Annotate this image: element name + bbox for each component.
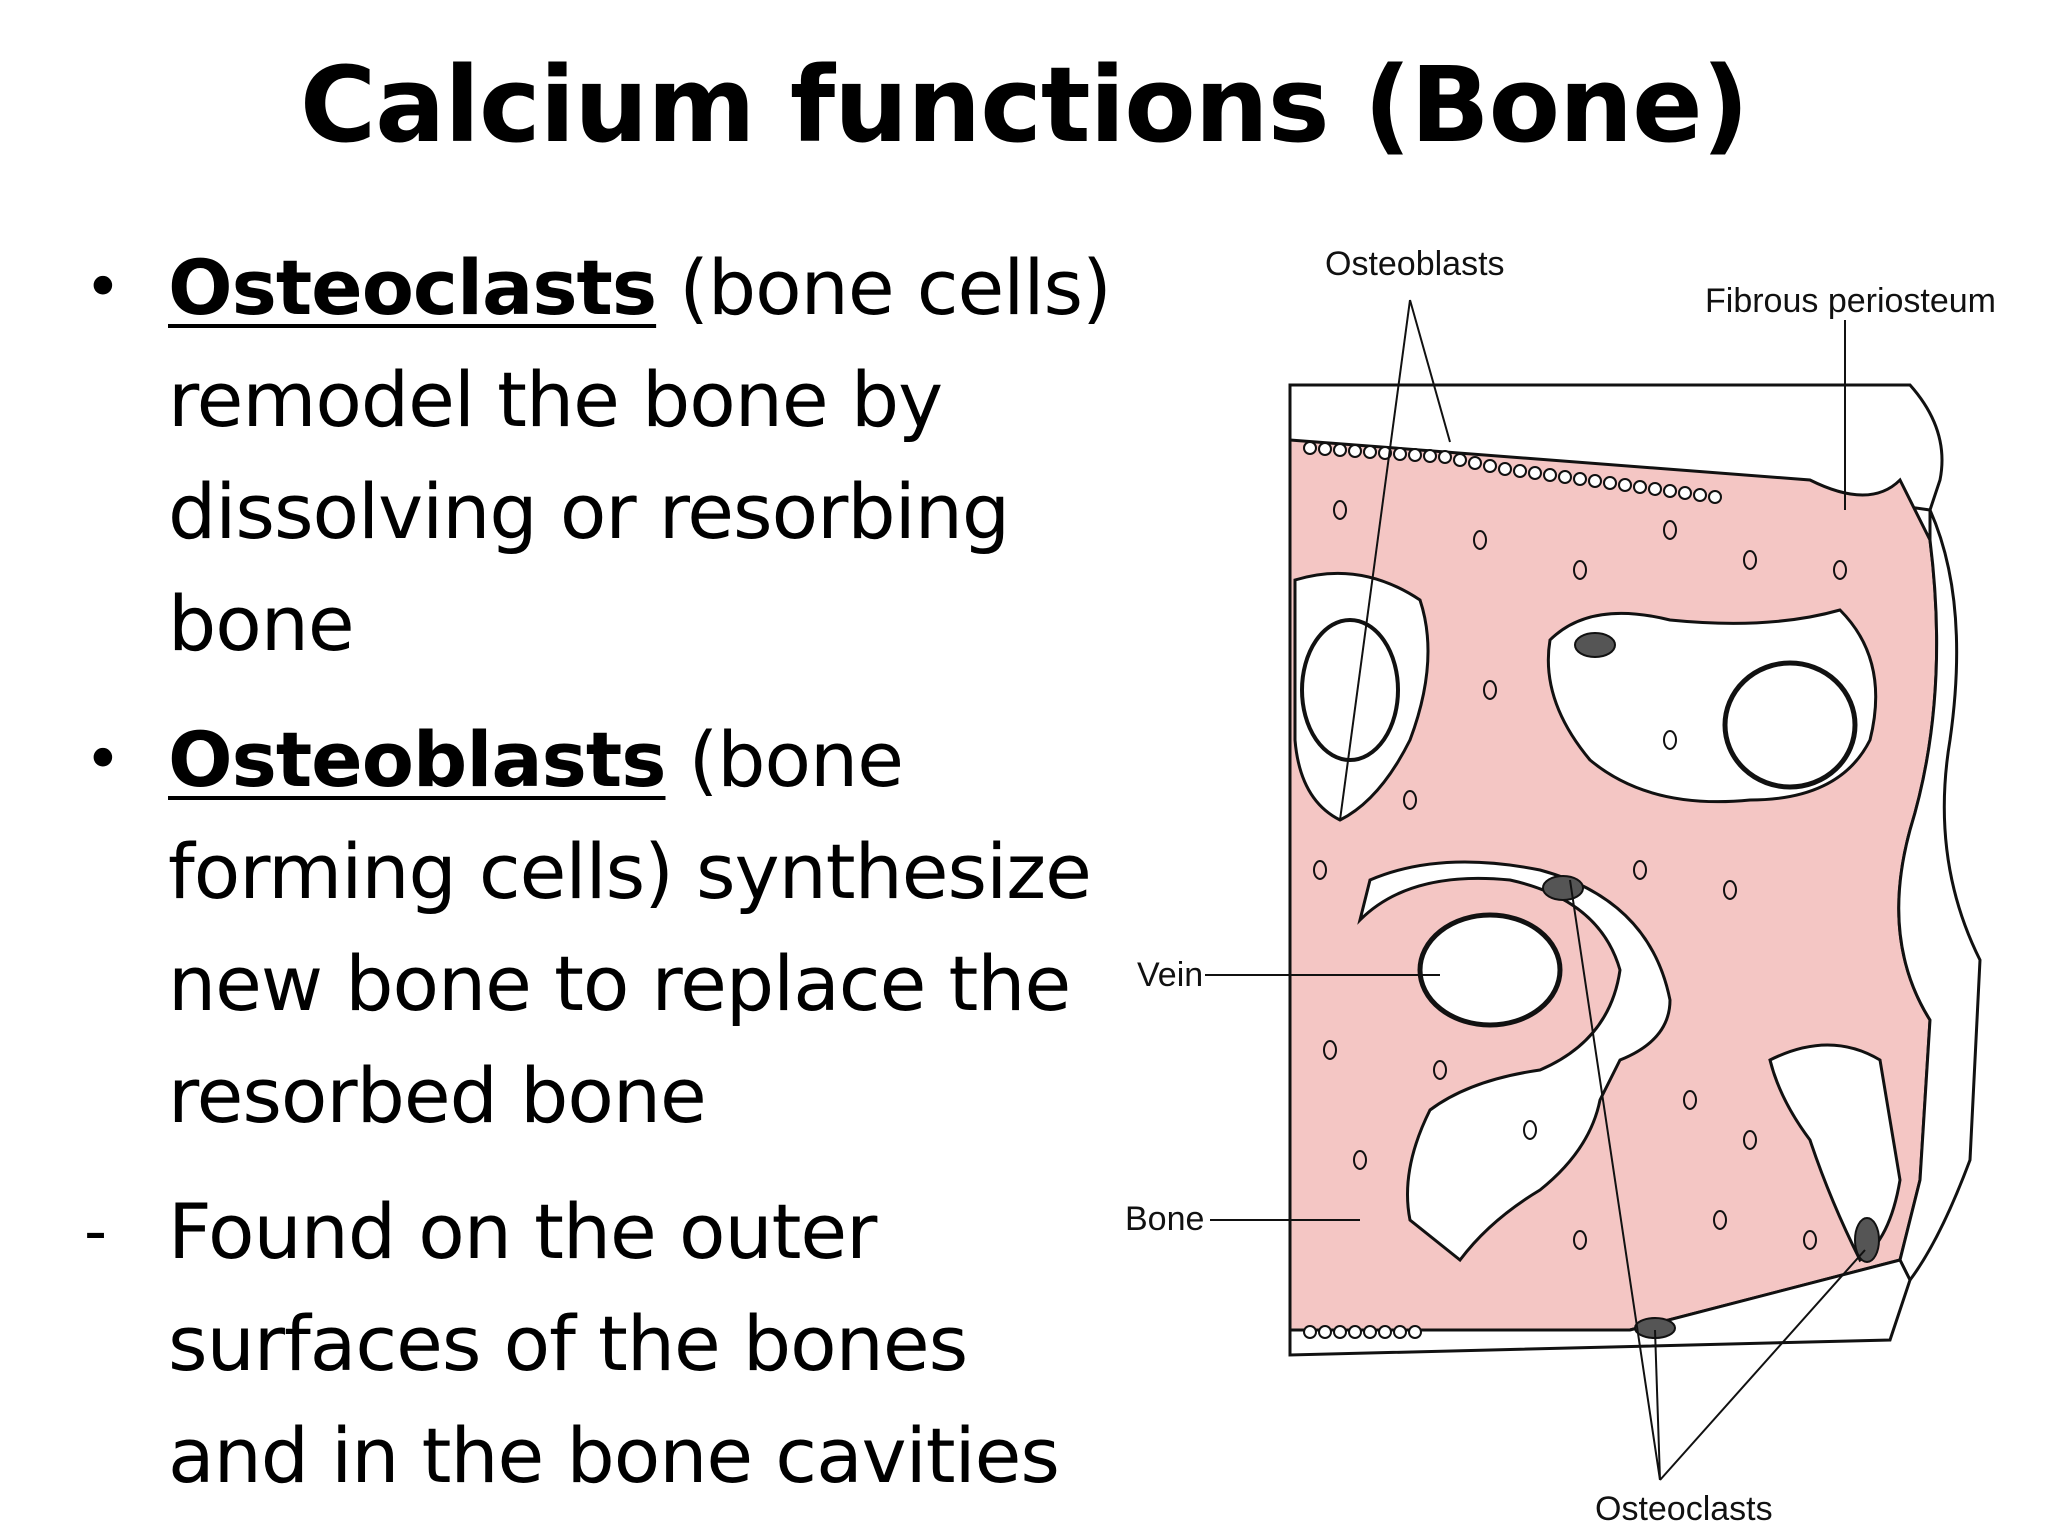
- periosteum-bottom: [1288, 1258, 1912, 1357]
- label-vein: Vein: [1137, 956, 1203, 994]
- bullet-line: bone: [168, 579, 355, 668]
- vein-lumen: [1417, 912, 1563, 1028]
- bullet-list: • Osteoclasts (bone cells) remodel the b…: [84, 232, 1112, 1536]
- bullet-line: new bone to replace the: [168, 939, 1071, 1028]
- bullet-text: (bone cells): [656, 243, 1111, 332]
- label-bone: Bone: [1125, 1200, 1204, 1238]
- bullet-line: remodel the bone by: [168, 355, 943, 444]
- vessel-lumen: [1722, 660, 1858, 790]
- slide-title: Calcium functions (Bone): [299, 44, 1749, 166]
- bullet-text: (bone: [665, 715, 904, 804]
- dash-marker: -: [84, 1195, 108, 1269]
- leader-lines: [1205, 299, 1866, 1481]
- marrow-cavity: [1768, 1043, 1902, 1263]
- osteocytes: [1313, 500, 1847, 1250]
- bullet-line: Osteoblasts (bone: [168, 704, 1084, 816]
- bullet-osteoblasts: • Osteoblasts (bone forming cells) synth…: [84, 704, 1092, 1152]
- label-fibrous-periosteum: Fibrous periosteum: [1705, 282, 1996, 320]
- vessel-lumen: [1300, 618, 1400, 762]
- bullet-location: - Found on the outer surfaces of the bon…: [84, 1176, 1084, 1512]
- label-osteoclasts: Osteoclasts: [1595, 1490, 1773, 1528]
- bullet-line: Found on the outer: [168, 1187, 877, 1276]
- bullet-line: and in the bone cavities: [168, 1411, 1060, 1500]
- label-osteoblasts: Osteoblasts: [1325, 245, 1505, 283]
- bone-diagram: Osteoblasts Fibrous periosteum Vein Bone…: [1125, 245, 1996, 1528]
- bullet-line: forming cells) synthesize: [168, 827, 1092, 916]
- bullet-osteoclasts: • Osteoclasts (bone cells) remodel the b…: [84, 232, 1112, 680]
- term-osteoclasts: Osteoclasts: [168, 243, 657, 332]
- bullet-marker: •: [84, 251, 122, 325]
- bullet-line: dissolving or resorbing: [168, 467, 1010, 556]
- bullet-marker: •: [84, 723, 122, 797]
- marrow-cavity: [1357, 860, 1672, 1263]
- bullet-line: surfaces of the bones: [168, 1299, 968, 1388]
- periosteum-right: [1897, 509, 1982, 1283]
- bullet-line: resorbed bone: [168, 1051, 707, 1140]
- bullet-line: Osteoclasts (bone cells): [168, 232, 1112, 344]
- term-osteoblasts: Osteoblasts: [168, 715, 666, 804]
- osteoblast-row: [1303, 441, 1722, 1339]
